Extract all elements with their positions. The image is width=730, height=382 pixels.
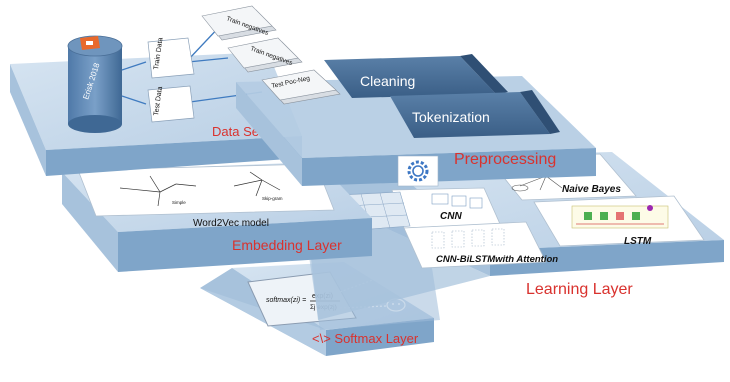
model-lstm: LSTM bbox=[624, 236, 652, 247]
model-naive-bayes: Naive Bayes bbox=[562, 184, 621, 195]
learning-front bbox=[490, 240, 724, 276]
database-icon bbox=[67, 35, 123, 133]
cnn-bilstm-card bbox=[403, 221, 547, 269]
preprocessing-front bbox=[302, 148, 596, 186]
document-stack: Train negatives Train negatives Test Poc… bbox=[201, 5, 341, 105]
doc-card-3: Test Poc-Neg bbox=[261, 69, 341, 105]
dataset-layer: Erisk 2018 Train Data Test Data Data Set bbox=[10, 23, 302, 176]
dataset-front bbox=[46, 136, 302, 176]
embedding-layer-title: Embedding Layer bbox=[232, 237, 342, 253]
train-data-label: Train Data bbox=[153, 37, 164, 70]
formula-lhs: softmax(zi) = bbox=[266, 297, 306, 304]
test-data-box bbox=[147, 85, 195, 123]
train-data-box bbox=[147, 37, 195, 79]
tokenization-banner: Tokenization bbox=[390, 90, 560, 138]
preprocessing-layer-title: Preprocessing bbox=[454, 151, 556, 168]
preprocessing-left bbox=[236, 82, 302, 186]
word2vec-label: Word2Vec model bbox=[193, 218, 269, 229]
w2v-sub-skipgram: Skip-gram bbox=[262, 196, 283, 201]
model-cnn: CNN bbox=[440, 211, 462, 222]
step-cleaning: Cleaning bbox=[360, 73, 415, 89]
embedding-layer: Simple Skip-gram Word2Vec model Embeddin… bbox=[62, 162, 372, 272]
doc-card-2: Train negatives bbox=[227, 37, 303, 73]
preprocessing-layer: Cleaning Tokenization Preprocessing bbox=[236, 54, 596, 187]
softmax-front bbox=[326, 318, 434, 356]
dataset-left bbox=[10, 64, 46, 176]
step-tokenization: Tokenization bbox=[412, 109, 490, 125]
word2vec-card bbox=[77, 163, 335, 217]
embedding-front bbox=[118, 218, 372, 272]
dataset-layer-title: Data Set bbox=[212, 124, 263, 139]
learning-layer-title: Learning Layer bbox=[526, 281, 633, 298]
model-cnn-bilstm: CNN-BiLSTMwith Attention bbox=[436, 254, 558, 265]
cleaning-banner: Cleaning bbox=[324, 54, 508, 98]
w2v-sub-simple: Simple bbox=[172, 200, 186, 205]
softmax-layer-title: <\> Softmax Layer bbox=[312, 331, 419, 346]
test-data-label: Test Data bbox=[153, 86, 164, 116]
embedding-left bbox=[62, 172, 118, 272]
gear-icon bbox=[397, 155, 439, 187]
doc-card-1: Train negatives bbox=[201, 5, 277, 41]
